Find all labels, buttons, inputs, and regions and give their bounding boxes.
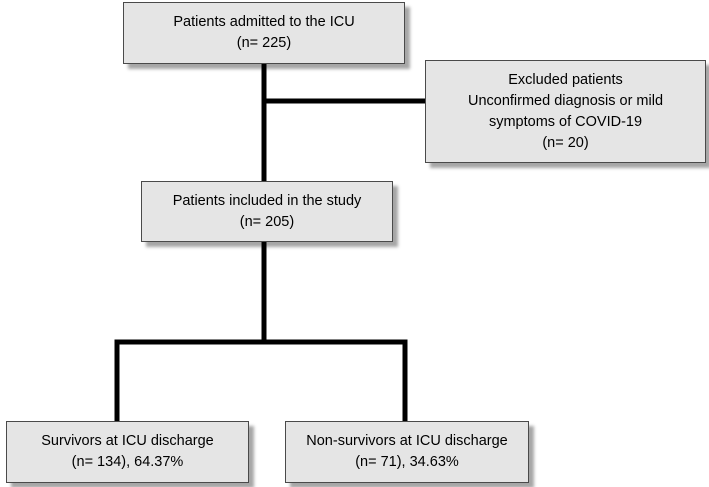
included-patients-box: Patients included in the study (n= 205) bbox=[141, 181, 393, 242]
included-label: Patients included in the study bbox=[172, 192, 362, 209]
excluded-label: Excluded patients bbox=[508, 71, 623, 88]
admitted-patients-box: Patients admitted to the ICU (n= 225) bbox=[123, 2, 405, 64]
excluded-patients-box: Excluded patients Unconfirmed diagnosis … bbox=[425, 60, 706, 163]
connector-split-branch bbox=[114, 339, 408, 421]
admitted-label: Patients admitted to the ICU bbox=[173, 14, 355, 30]
non-survivors-label: Non-survivors at ICU discharge bbox=[306, 433, 508, 449]
excluded-count: (n= 20) bbox=[542, 134, 589, 151]
survivors-box: Survivors at ICU discharge (n= 134), 64.… bbox=[6, 421, 249, 483]
excluded-reason-line2: symptoms of COVID-19 bbox=[488, 113, 643, 130]
non-survivors-count: (n= 71), 34.63% bbox=[355, 454, 459, 470]
survivors-count: (n= 134), 64.37% bbox=[71, 454, 184, 470]
non-survivors-box: Non-survivors at ICU discharge (n= 71), … bbox=[285, 421, 529, 483]
survivors-label: Survivors at ICU discharge bbox=[41, 433, 214, 449]
excluded-reason-line1: Unconfirmed diagnosis or mild bbox=[467, 92, 664, 109]
admitted-count: (n= 225) bbox=[236, 35, 292, 51]
included-count: (n= 205) bbox=[239, 213, 295, 230]
